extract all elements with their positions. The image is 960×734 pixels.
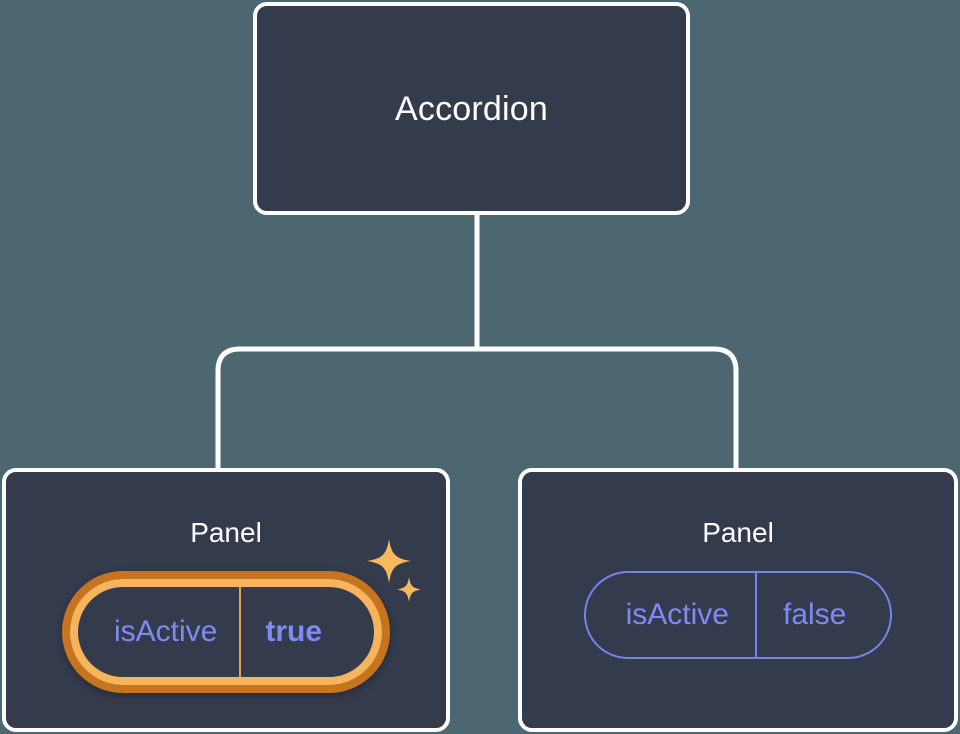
- prop-pill-wrapper: isActive false: [583, 571, 893, 659]
- prop-value: false: [782, 598, 847, 631]
- sparkle-small-icon: [397, 577, 422, 602]
- prop-pill-wrapper: isActive true: [61, 539, 422, 693]
- prop-key: isActive: [586, 573, 757, 657]
- prop-pill[interactable]: isActive false: [583, 571, 893, 659]
- prop-pill-highlighted[interactable]: isActive true: [61, 571, 391, 693]
- prop-pill-inner-ring: isActive true: [69, 579, 383, 685]
- sparkle-icon: [367, 539, 412, 583]
- prop-value: true: [265, 615, 323, 648]
- node-title: Accordion: [395, 89, 548, 128]
- prop-key: isActive: [78, 587, 242, 677]
- node-accordion[interactable]: Accordion: [253, 2, 690, 215]
- node-title: Panel: [190, 517, 262, 548]
- node-panel-inactive[interactable]: Panel isActive false: [518, 468, 958, 732]
- node-panel-active[interactable]: Panel isActive true: [2, 468, 450, 732]
- connector-child-bus: [215, 346, 739, 470]
- node-title: Panel: [702, 517, 774, 548]
